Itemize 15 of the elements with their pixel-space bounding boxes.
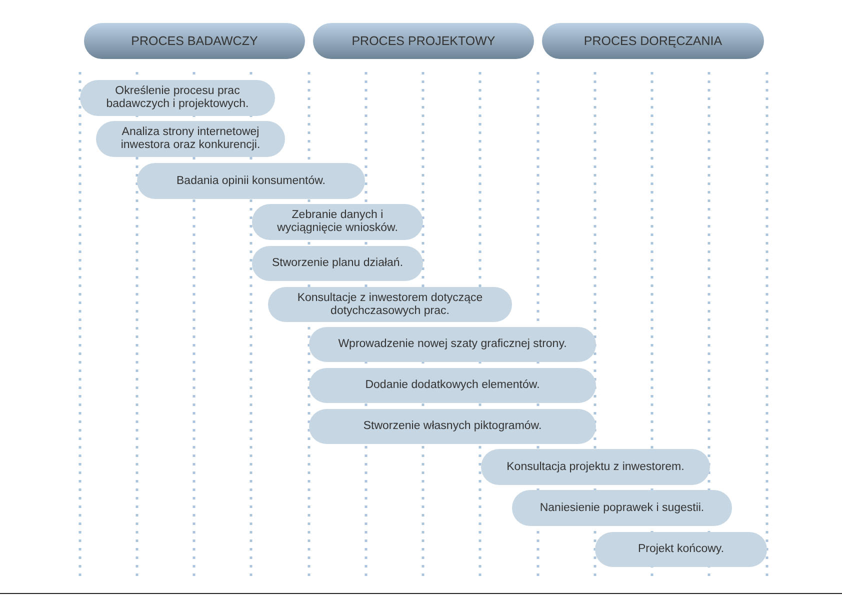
- task-bar: Wprowadzenie nowej szaty graficznej strony.: [309, 327, 596, 362]
- task-bar: Analiza strony internetowej inwestora oraz konkurencji.: [96, 121, 285, 157]
- task-bar: Określenie procesu prac badawczych i projektowych.: [80, 80, 275, 116]
- phase-header: PROCES PROJEKTOWY: [313, 23, 534, 59]
- phase-header: PROCES DORĘCZANIA: [542, 23, 764, 59]
- task-bar: Projekt końcowy.: [595, 532, 767, 567]
- task-bar: Konsultacja projektu z inwestorem.: [481, 449, 710, 485]
- task-bar: Naniesienie poprawek i sugestii.: [512, 490, 732, 526]
- task-bar: Badania opinii konsumentów.: [137, 163, 365, 199]
- phase-header: PROCES BADAWCZY: [84, 23, 305, 59]
- task-bar: Stworzenie planu działań.: [252, 246, 423, 281]
- task-bar: Dodanie dodatkowych elementów.: [309, 368, 596, 403]
- task-bar: Zebranie danych i wyciągnięcie wniosków.: [252, 204, 423, 240]
- task-bar: Konsultacje z inwestorem dotyczące dotychczasowych prac.: [268, 287, 512, 322]
- task-bar: Stworzenie własnych piktogramów.: [309, 409, 596, 444]
